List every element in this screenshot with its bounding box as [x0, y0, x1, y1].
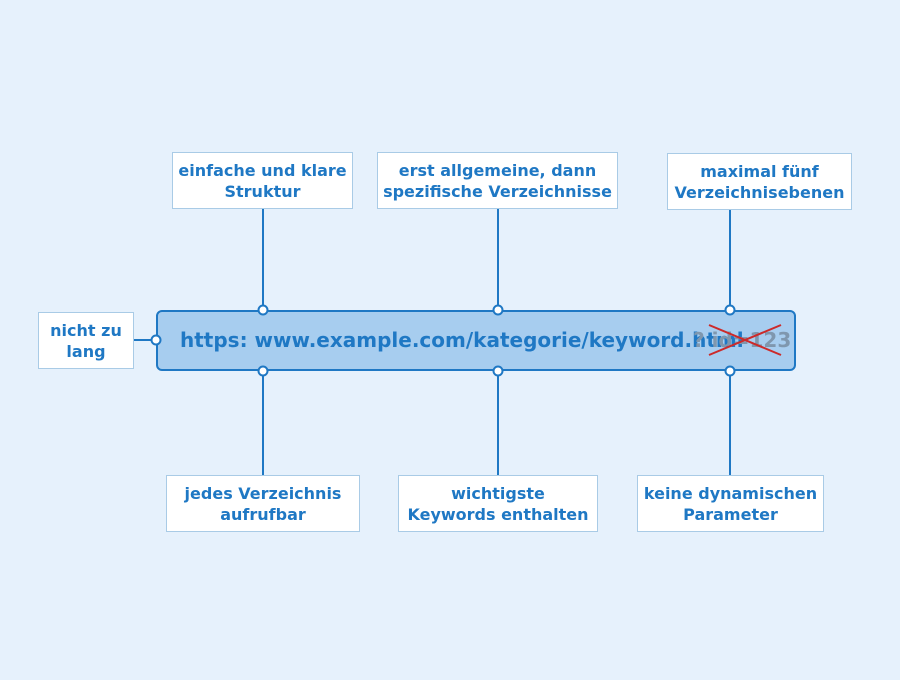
connector-dot-top-3: [724, 304, 736, 316]
connector-dot-left: [150, 334, 162, 346]
label-bottom-parameters: keine dynamischen Parameter: [637, 475, 824, 532]
connector-dot-bottom-1: [257, 365, 269, 377]
strike-x-icon: [708, 324, 782, 356]
connector-dot-bottom-3: [724, 365, 736, 377]
connector-dot-top-2: [492, 304, 504, 316]
connector-dot-bottom-2: [492, 365, 504, 377]
url-main-text: https: www.example.com/kategorie/keyword…: [180, 328, 744, 352]
label-top-directories: erst allgemeine, dann spezifische Verzei…: [377, 152, 618, 209]
label-left-length: nicht zu lang: [38, 312, 134, 369]
connector-dot-top-1: [257, 304, 269, 316]
label-bottom-callable: jedes Verzeichnis aufrufbar: [166, 475, 360, 532]
label-top-structure: einfache und klare Struktur: [172, 152, 353, 209]
url-param-text: ? id=123: [693, 328, 792, 352]
label-bottom-keywords: wichtigste Keywords enthalten: [398, 475, 598, 532]
label-top-levels: maximal fünf Verzeichnisebenen: [667, 153, 852, 210]
